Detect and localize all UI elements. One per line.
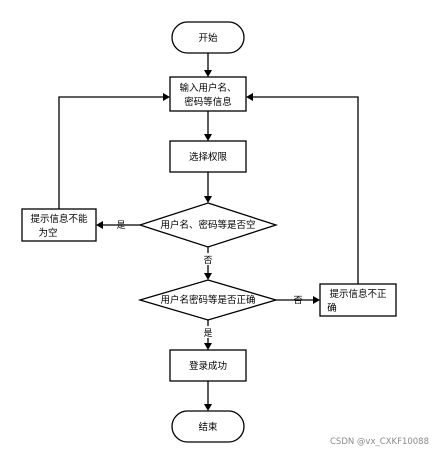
- empty-msg-line1: 提示信息不能: [30, 213, 88, 225]
- arrowhead: [204, 404, 212, 411]
- wrong-msg-node: [319, 283, 397, 317]
- input-label-line2: 密码等信息: [184, 96, 232, 108]
- arrowhead: [204, 134, 212, 141]
- edge-label-bg: [201, 253, 215, 265]
- empty-msg-line2: 为空: [38, 227, 57, 239]
- arrowhead: [204, 196, 212, 203]
- success-label: 登录成功: [189, 360, 227, 372]
- arrowhead: [246, 93, 253, 101]
- end-node: [171, 410, 245, 443]
- correct-check-label: 用户名密码等是否正确: [160, 294, 255, 306]
- empty-check-label: 用户名、密码等是否空: [160, 219, 255, 231]
- watermark: CSDN @vx_CXKF10088: [329, 437, 429, 447]
- edge-wrong-msg-back: [253, 96, 359, 284]
- wrong-msg-line1: 提示信息不正: [329, 288, 387, 300]
- arrowhead: [204, 273, 212, 280]
- edge-label-bg: [201, 326, 215, 338]
- arrowhead: [96, 221, 103, 229]
- edge-label-empty-yes: 是: [116, 220, 125, 231]
- success-node: [169, 349, 247, 382]
- input-node: [169, 76, 247, 112]
- input-label-line1: 输入用户名、: [179, 82, 236, 94]
- arrowhead: [204, 70, 212, 77]
- arrowhead: [163, 93, 170, 101]
- edge-empty-msg-back: [58, 96, 163, 209]
- arrowhead: [204, 343, 212, 350]
- edge-label-correct-yes: 是: [203, 328, 212, 339]
- end-label: 结束: [198, 421, 218, 433]
- edge-label-correct-no: 否: [293, 295, 302, 306]
- select-label: 选择权限: [189, 151, 228, 163]
- arrowhead: [313, 296, 320, 304]
- edge-label-empty-no: 否: [203, 255, 212, 266]
- start-label: 开始: [198, 32, 218, 44]
- wrong-msg-line2: 确: [327, 302, 337, 314]
- empty-msg-node: [21, 208, 97, 242]
